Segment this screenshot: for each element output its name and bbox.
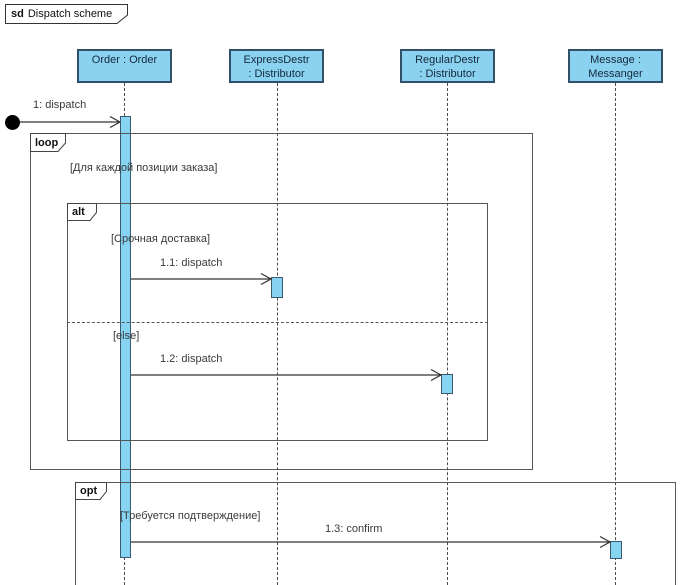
message-1-1-label: 1.1: dispatch <box>160 257 223 269</box>
found-message-circle[interactable] <box>5 115 20 130</box>
alt-divider <box>67 322 488 323</box>
lifeline-message-line[interactable] <box>615 83 616 585</box>
alt-guard-top: [Срочная доставка] <box>111 233 211 245</box>
message-1-1-arrow[interactable] <box>131 272 273 286</box>
message-1-label: 1: dispatch <box>33 99 87 111</box>
fragment-opt-pentagon[interactable]: opt <box>75 482 107 500</box>
opt-operator: opt <box>80 485 98 497</box>
loop-operator: loop <box>35 136 59 149</box>
pentagon-shape-icon <box>75 482 107 500</box>
activation-regular[interactable] <box>441 374 453 394</box>
alt-guard-else: [else] <box>113 330 140 342</box>
lifeline-header-regular[interactable]: RegularDestr : Distributor <box>400 49 495 83</box>
title-name: Dispatch scheme <box>27 8 113 20</box>
lifeline-name-line: RegularDestr <box>415 54 480 66</box>
activation-message[interactable] <box>610 541 622 559</box>
message-1-3-label: 1.3: confirm <box>325 523 383 535</box>
lifeline-name-line: ExpressDestr <box>243 54 310 66</box>
message-1-3-arrow[interactable] <box>131 535 612 549</box>
diagram-title-pentagon[interactable]: sd Dispatch scheme <box>5 4 128 24</box>
lifeline-express-line[interactable] <box>277 83 278 585</box>
message-1-2-arrow[interactable] <box>131 368 443 382</box>
lifeline-header-message[interactable]: Message : Messanger <box>568 49 663 83</box>
lifeline-name-line: Message : <box>590 54 641 66</box>
fragment-opt-frame[interactable] <box>75 482 676 585</box>
pentagon-shape-icon <box>67 203 97 221</box>
message-1-2-label: 1.2: dispatch <box>160 353 223 365</box>
opt-guard: [Требуется подтверждение] <box>120 510 261 522</box>
pentagon-shape-icon <box>5 4 128 24</box>
pentagon-shape-icon <box>30 133 66 152</box>
title-keyword: sd <box>11 8 24 20</box>
message-1-arrow[interactable] <box>20 115 122 129</box>
activation-order[interactable] <box>120 116 131 558</box>
lifeline-name-line: : Distributor <box>248 68 305 80</box>
alt-operator: alt <box>72 206 85 218</box>
lifeline-name-line: : Distributor <box>419 68 476 80</box>
lifeline-name-line: Messanger <box>588 68 643 80</box>
lifeline-header-express[interactable]: ExpressDestr : Distributor <box>229 49 324 83</box>
loop-guard: [Для каждой позиции заказа] <box>70 162 218 174</box>
lifeline-name-line: Order : Order <box>91 54 158 66</box>
fragment-loop-pentagon[interactable]: loop <box>30 133 66 152</box>
fragment-loop-frame[interactable] <box>30 133 533 470</box>
diagram-title: sd Dispatch scheme <box>11 4 112 24</box>
lifeline-regular-line[interactable] <box>447 83 448 585</box>
activation-express[interactable] <box>271 277 283 298</box>
fragment-alt-pentagon[interactable]: alt <box>67 203 97 221</box>
lifeline-header-order[interactable]: Order : Order <box>77 49 172 83</box>
